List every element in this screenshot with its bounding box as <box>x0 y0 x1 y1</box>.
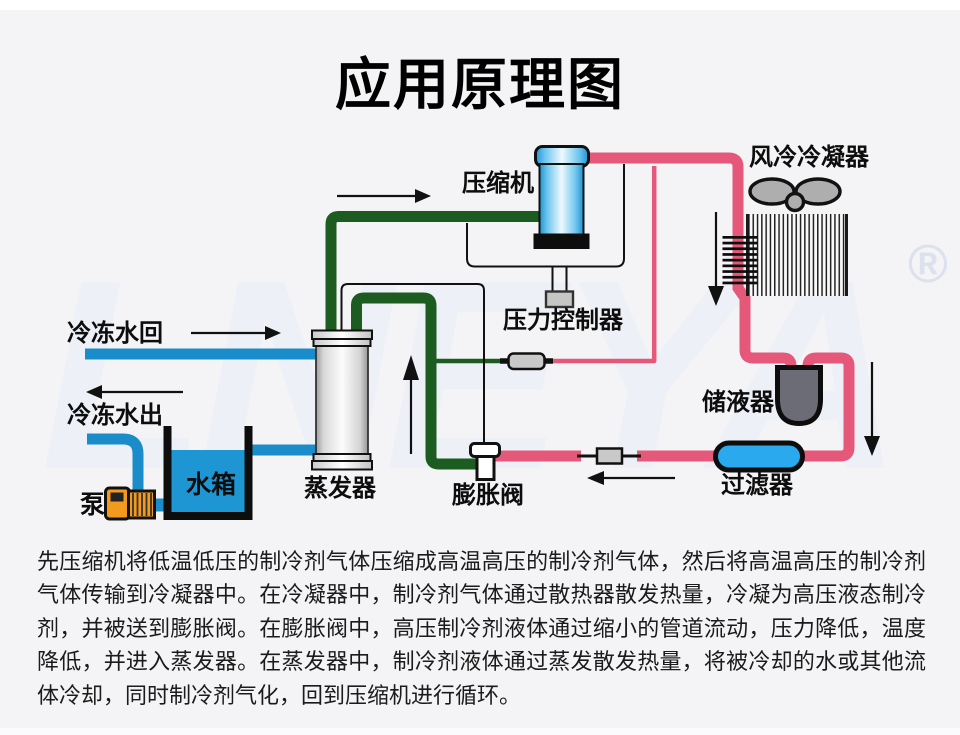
arrow-down-condenser-icon <box>708 212 724 306</box>
suction-pipe <box>325 211 540 338</box>
chilled-water-return-label: 冷冻水回 <box>67 320 163 347</box>
registered-mark: ® <box>908 234 948 294</box>
expansion-valve-label: 膨胀阀 <box>452 482 524 509</box>
arrow-right-water-return-icon <box>191 326 281 340</box>
filter-label: 过滤器 <box>721 472 793 499</box>
evaporator-label: 蒸发器 <box>304 475 376 502</box>
flow-arrows <box>86 189 880 485</box>
arrow-left-water-out-icon <box>86 385 183 399</box>
capillary-sensing-line <box>340 283 485 444</box>
compressor-shell <box>538 163 585 240</box>
expansion-valve <box>469 442 501 481</box>
fan-blade-right <box>794 177 842 206</box>
arrow-up-feed-icon <box>403 355 419 454</box>
water-tank-label: 水箱 <box>186 471 237 499</box>
tank-wall-right <box>244 426 253 520</box>
fan-blade-left <box>748 177 796 206</box>
condenser-fan-icon <box>748 177 842 213</box>
evaporator <box>311 329 373 471</box>
condenser-fins <box>747 214 848 296</box>
pump-motor-ribs <box>132 493 152 516</box>
discharge-pipe <box>585 152 797 373</box>
page-title: 应用原理图 <box>335 53 625 116</box>
evaporator-cap-top-2 <box>312 338 372 347</box>
tank-water <box>171 450 245 512</box>
evaporator-feed-pipe <box>351 292 481 470</box>
filter-drier <box>713 440 805 473</box>
receiver-to-filter-pipe <box>637 352 855 462</box>
water-tank <box>163 426 253 520</box>
pressure-controller-label: 压力控制器 <box>503 307 623 334</box>
pump-junction-box <box>110 492 124 502</box>
fan-hub <box>784 191 806 213</box>
bypass-line-pink <box>548 166 657 364</box>
compressor <box>533 145 590 249</box>
tank-wall-left <box>163 426 172 520</box>
air-cooled-condenser <box>722 177 848 296</box>
arrow-left-filter-icon <box>587 471 675 485</box>
bypass-valve-body <box>507 352 546 371</box>
condenser-label: 风冷冷凝器 <box>749 144 869 171</box>
arrow-right-suction-icon <box>337 189 431 203</box>
sight-glass-body <box>595 447 624 465</box>
bypass-valve <box>500 352 553 371</box>
condenser-edge-right <box>845 214 848 296</box>
evaporator-cap-bottom-1 <box>312 453 372 462</box>
compressor-base <box>533 233 590 249</box>
receiver-vessel <box>775 365 823 427</box>
evaporator-cap-bottom-2 <box>311 460 373 471</box>
refrigerant-green-pipes <box>325 211 540 470</box>
chilled-water-out-label: 冷冻水出 <box>67 402 163 429</box>
refrigerant-pink-pipes <box>492 152 855 462</box>
evaporator-cap-top-1 <box>311 329 373 340</box>
pressure-controller-box <box>544 290 575 309</box>
top-strip <box>0 0 960 10</box>
condenser-coil-ticks <box>722 236 758 285</box>
water-out-pipe <box>87 433 144 491</box>
receiver-label: 储液器 <box>702 389 774 416</box>
bottom-strip <box>0 728 960 735</box>
pressure-branch-lines <box>551 266 568 292</box>
pump <box>104 486 156 521</box>
tank-wall-bottom <box>163 512 253 520</box>
compressor-label: 压缩机 <box>462 170 534 197</box>
pump-label: 泵 <box>80 491 106 519</box>
expansion-valve-flange <box>469 442 501 458</box>
principle-description: 先压缩机将低温低压的制冷剂气体压缩成高温高压的制冷剂气体，然后将高温高压的制冷剂… <box>37 549 926 708</box>
evaporator-shell <box>315 339 369 459</box>
arrow-down-receiver-icon <box>864 362 880 456</box>
sight-glass <box>577 447 641 465</box>
pressure-sensing-line <box>466 164 625 268</box>
expansion-valve-body <box>475 453 496 481</box>
pressure-controller <box>466 164 625 309</box>
